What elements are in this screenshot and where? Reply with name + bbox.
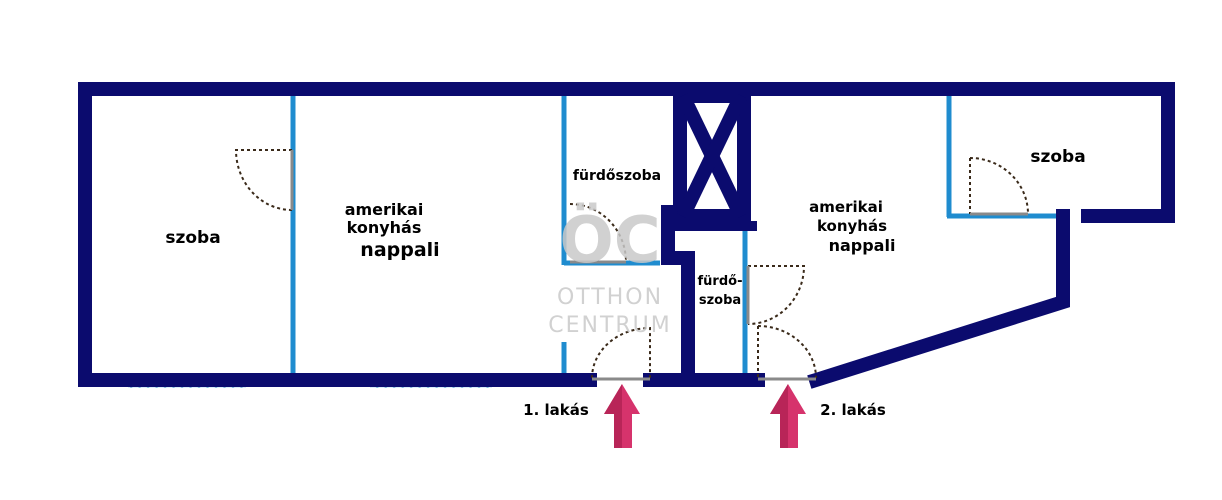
label-furdoszoba-1: fürdőszoba	[573, 168, 661, 184]
watermark-line1: OTTHON	[557, 285, 663, 310]
door-right-room	[969, 157, 1029, 216]
label-nappali-2-line1: amerikai	[809, 198, 883, 216]
label-nappali-1-line2: konyhás	[347, 218, 422, 237]
door-entrance-1	[591, 326, 651, 381]
inner-walls	[290, 96, 1062, 374]
door-furdo-2	[746, 265, 806, 325]
watermark-logo: ÖC	[559, 202, 660, 278]
outer-walls	[78, 82, 1175, 389]
label-furdo-2-line1: fürdő-	[698, 274, 743, 289]
label-entrance-1: 1. lakás	[523, 401, 589, 419]
label-furdo-2-line2: szoba	[699, 293, 741, 308]
label-entrance-2: 2. lakás	[820, 401, 886, 419]
label-nappali-1-line1: amerikai	[345, 200, 424, 219]
label-right-szoba: szoba	[1030, 147, 1085, 167]
door-furdoszoba-1	[569, 203, 627, 264]
door-left-room	[234, 149, 294, 211]
entrance-arrow-1	[604, 384, 640, 448]
label-left-szoba: szoba	[165, 228, 220, 248]
otthon-centrum-watermark: ÖC OTTHON CENTRUM	[548, 202, 672, 338]
room-labels: szoba amerikai konyhás nappali fürdőszob…	[165, 147, 1085, 308]
label-nappali-1-line3: nappali	[360, 239, 439, 261]
doors	[234, 149, 1029, 381]
label-nappali-2-line2: konyhás	[817, 217, 887, 235]
label-nappali-2-line3: nappali	[829, 236, 896, 255]
door-entrance-2	[757, 325, 817, 381]
entrance-markers: 1. lakás 2. lakás	[523, 384, 886, 448]
entrance-arrow-2	[770, 384, 806, 448]
watermark-line2: CENTRUM	[548, 313, 672, 338]
